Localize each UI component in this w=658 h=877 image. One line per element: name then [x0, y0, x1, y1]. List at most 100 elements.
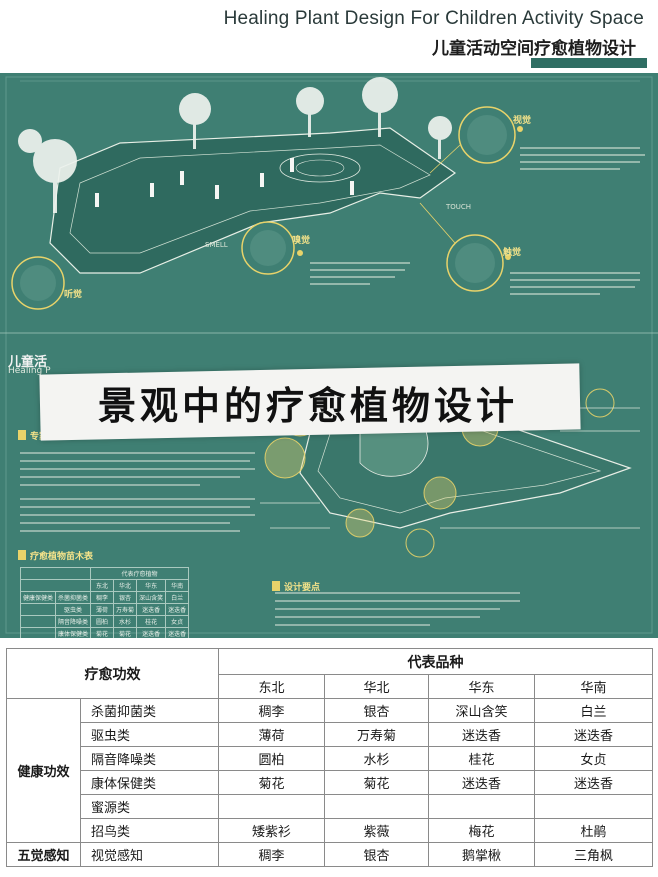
region-header: 华北 [324, 674, 429, 699]
header-species: 代表品种 [218, 648, 653, 675]
mini-table-cell: 康体保健类 [55, 627, 92, 638]
mini-region: 华北 [113, 579, 138, 592]
mini-table-cell: 银杏 [113, 591, 138, 604]
mini-region: 东北 [90, 579, 115, 592]
playground-plan-top [49, 127, 457, 274]
region-header: 东北 [218, 674, 325, 699]
value-cell [534, 794, 653, 819]
region-header: 华东 [428, 674, 535, 699]
mini-table-cell: 迷迭香 [136, 627, 167, 638]
category-cell: 康体保健类 [80, 770, 219, 795]
category-cell: 杀菌抑菌类 [80, 698, 219, 723]
mini-table-cell: 深山含笑 [136, 591, 167, 604]
value-cell [324, 794, 429, 819]
label-touch-en: TOUCH [446, 203, 472, 211]
value-cell: 梅花 [428, 818, 535, 843]
label-listen: 听觉 [64, 290, 83, 300]
tree-icons [18, 77, 452, 213]
mini-table-cell: 菊花 [90, 627, 115, 638]
callout-listen [11, 256, 65, 310]
mini-table-cell [19, 615, 57, 628]
healing-plant-table: 疗愈功效 代表品种 东北 华北 华东 华南 健康功效 杀菌抑菌类 稠李 银杏 深… [6, 648, 653, 867]
label-smell-en: SMELL [205, 241, 228, 249]
value-cell: 杜鹃 [534, 818, 653, 843]
mini-table-row: 隔音降噪类圆柏水杉桂花女贞 [19, 615, 190, 628]
poster-image: 视觉 嗅觉 触觉 听觉 TOUCH SMELL 儿童活 Healing P 专家… [0, 73, 658, 638]
banner-title: 景观中的疗愈植物设计 [97, 384, 518, 428]
value-cell: 女贞 [534, 746, 653, 771]
poster-illustration [0, 76, 658, 634]
table-row: 健康功效 杀菌抑菌类 稠李 银杏 深山含笑 白兰 [6, 698, 653, 843]
mini-table-cell: 菊花 [113, 627, 138, 638]
mini-table-cell: 白兰 [165, 591, 190, 604]
mini-table-cell: 薄荷 [90, 603, 115, 616]
label-children: 儿童活 [8, 355, 48, 370]
header-accent-bar [531, 58, 647, 68]
mini-table-cell: 隔音降噪类 [55, 615, 92, 628]
label-plant-table: 疗愈植物苗木表 [30, 552, 94, 562]
mini-table-cell: 驱虫类 [55, 603, 92, 616]
mini-table-cell: 健康保健类 [19, 591, 57, 604]
label-design-points: 设计要点 [284, 583, 321, 593]
category-cell: 蜜源类 [80, 794, 219, 819]
mini-table-cell: 圆柏 [90, 615, 115, 628]
mini-table-cell: 桂花 [136, 615, 167, 628]
value-cell: 菊花 [324, 770, 429, 795]
mini-region: 华东 [136, 579, 167, 592]
value-cell: 菊花 [218, 770, 325, 795]
mini-head-blank [19, 567, 92, 580]
value-cell: 鹅掌楸 [428, 842, 535, 867]
value-cell: 稠李 [218, 698, 325, 723]
category-cell: 招鸟类 [80, 818, 219, 843]
mini-table-cell: 杀菌抑菌类 [55, 591, 92, 604]
value-cell: 白兰 [534, 698, 653, 723]
callout-vision [429, 106, 523, 174]
header-effect: 疗愈功效 [6, 648, 219, 699]
value-cell: 银杏 [324, 842, 429, 867]
value-cell: 迷迭香 [428, 770, 535, 795]
mini-table-cell: 水杉 [113, 615, 138, 628]
value-cell: 紫薇 [324, 818, 429, 843]
label-healing: Healing P [8, 366, 51, 376]
callout-smell [241, 221, 303, 275]
group-senses: 五觉感知 [6, 842, 81, 867]
value-cell: 薄荷 [218, 722, 325, 747]
value-cell [428, 794, 535, 819]
mini-table-cell: 万寿菊 [113, 603, 138, 616]
mini-table-cell: 女贞 [165, 615, 190, 628]
mini-table-cell [19, 603, 57, 616]
mini-region: 华南 [165, 579, 190, 592]
value-cell: 圆柏 [218, 746, 325, 771]
mini-table-cell: 迷迭香 [165, 627, 190, 638]
value-cell: 迷迭香 [534, 770, 653, 795]
callout-touch [419, 202, 511, 292]
mini-head-top: 代表疗愈植物 [90, 567, 190, 580]
value-cell: 三角枫 [534, 842, 653, 867]
table-row: 驱虫类 薄荷 万寿菊 迷迭香 迷迭香 [7, 722, 653, 747]
label-smell-cn: 嗅觉 [292, 236, 311, 246]
mini-table-cell [19, 627, 57, 638]
category-cell: 驱虫类 [80, 722, 219, 747]
category-cell: 视觉感知 [80, 842, 219, 867]
value-cell [218, 794, 325, 819]
value-cell: 银杏 [324, 698, 429, 723]
value-cell: 迷迭香 [428, 722, 535, 747]
table-row: 招鸟类 矮紫衫 紫薇 梅花 杜鹃 [7, 818, 653, 843]
label-touch-cn: 触觉 [503, 248, 522, 258]
table-row: 隔音降噪类 圆柏 水杉 桂花 女贞 [7, 746, 653, 771]
mini-table-row: 康体保健类菊花菊花迷迭香迷迭香 [19, 627, 190, 638]
value-cell: 矮紫衫 [218, 818, 325, 843]
value-cell: 万寿菊 [324, 722, 429, 747]
mini-table-row: 健康保健类杀菌抑菌类稠李银杏深山含笑白兰 [19, 591, 190, 604]
mini-table-cell: 稠李 [90, 591, 115, 604]
mini-table-cell: 迷迭香 [165, 603, 190, 616]
table-row: 五觉感知 视觉感知 稠李 银杏 鹅掌楸 三角枫 [6, 842, 653, 867]
table-row: 蜜源类 [7, 794, 653, 819]
category-cell: 隔音降噪类 [80, 746, 219, 771]
value-cell: 深山含笑 [428, 698, 535, 723]
value-cell: 稠李 [218, 842, 325, 867]
title-english: Healing Plant Design For Children Activi… [223, 8, 644, 29]
value-cell: 迷迭香 [534, 722, 653, 747]
mini-table-row: 驱虫类薄荷万寿菊迷迭香迷迭香 [19, 603, 190, 616]
table-row: 康体保健类 菊花 菊花 迷迭香 迷迭香 [7, 770, 653, 795]
